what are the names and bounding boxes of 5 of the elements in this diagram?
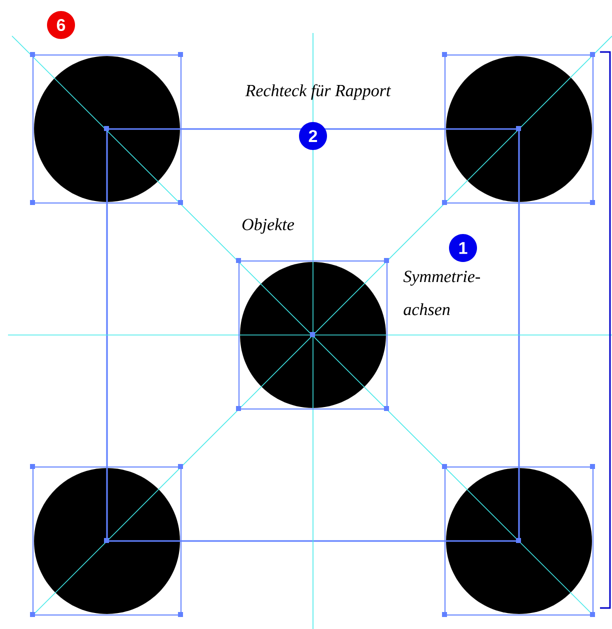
callout-number: 6 [47,11,75,39]
callout-number: 1 [449,234,477,262]
caption-text: Objekte [242,218,294,234]
callout-number: 2 [299,122,327,150]
caption-text: Symmetrie- achsen [403,270,480,316]
